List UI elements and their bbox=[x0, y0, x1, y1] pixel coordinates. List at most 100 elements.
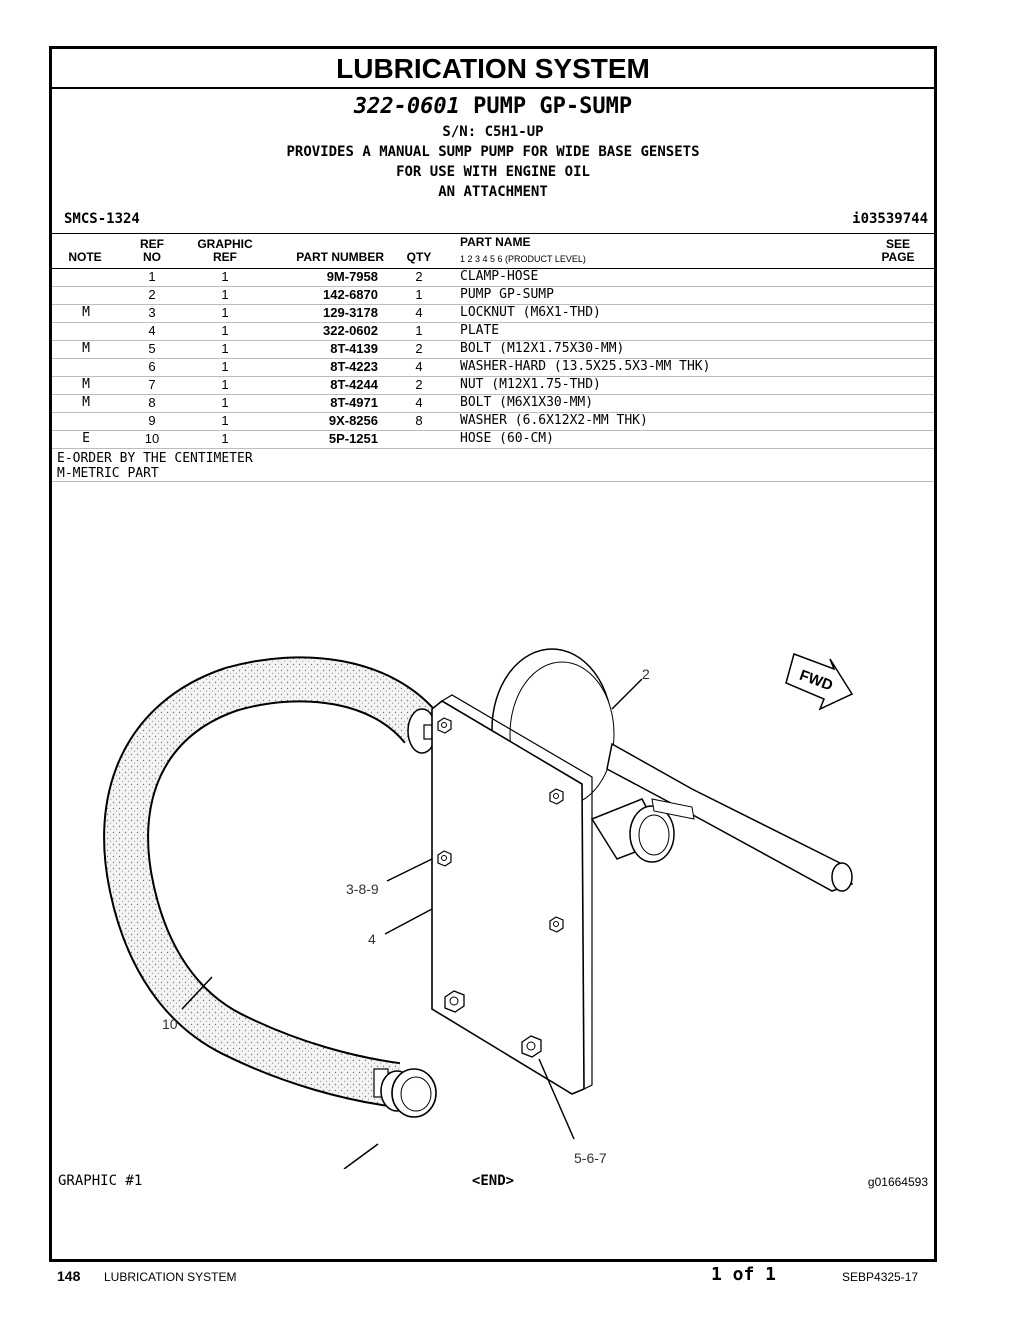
header-part-number: PART NUMBER bbox=[296, 250, 384, 264]
document-id: SEBP4325-17 bbox=[842, 1270, 919, 1284]
row-ref: 5 bbox=[148, 341, 156, 356]
row-graphic-ref: 1 bbox=[221, 395, 229, 410]
row-ref: 8 bbox=[148, 395, 156, 410]
row-graphic-ref: 1 bbox=[221, 413, 229, 428]
row-part-name: CLAMP-HOSE bbox=[460, 269, 539, 284]
row-qty: 4 bbox=[415, 395, 423, 410]
page-frame: LUBRICATION SYSTEM 322-0601 PUMP GP-SUMP… bbox=[49, 46, 937, 1262]
table-row: E 10 1 5P-1251 HOSE (60-CM) bbox=[52, 430, 934, 449]
graphic-label: GRAPHIC #1 bbox=[58, 1173, 143, 1189]
row-part-name: NUT (M12X1.75-THD) bbox=[460, 377, 601, 392]
smcs-code: SMCS-1324 bbox=[64, 211, 140, 227]
pump-body bbox=[491, 648, 675, 863]
row-part-name: LOCKNUT (M6X1-THD) bbox=[460, 305, 601, 320]
row-ref: 3 bbox=[148, 305, 156, 320]
header-ref-bottom: NO bbox=[143, 250, 161, 264]
row-part-name: HOSE (60-CM) bbox=[460, 431, 554, 446]
row-part-number: 322-0602 bbox=[323, 323, 378, 338]
callout-5-6-7: 5-6-7 bbox=[574, 1150, 607, 1166]
callout-1: 1 bbox=[328, 1168, 336, 1169]
row-note: M bbox=[82, 395, 90, 410]
bolt-hex bbox=[437, 850, 452, 867]
table-row: M 7 1 8T-4244 2 NUT (M12X1.75-THD) bbox=[52, 376, 934, 395]
callout-3-8-9: 3-8-9 bbox=[346, 881, 379, 897]
notes-section: E-ORDER BY THE CENTIMETER M-METRIC PART bbox=[52, 451, 934, 482]
row-qty: 4 bbox=[415, 359, 423, 374]
header-qty: QTY bbox=[406, 250, 432, 264]
description-line: AN ATTACHMENT bbox=[438, 184, 548, 200]
pump-handle bbox=[606, 742, 854, 892]
row-graphic-ref: 1 bbox=[221, 287, 229, 302]
table-row: 6 1 8T-4223 4 WASHER-HARD (13.5X25.5X3-M… bbox=[52, 358, 934, 377]
hose-clamp-lower bbox=[373, 1068, 437, 1118]
row-part-number: 129-3178 bbox=[323, 305, 378, 320]
leader-1 bbox=[343, 1143, 379, 1169]
footer-section-title: LUBRICATION SYSTEM bbox=[104, 1270, 237, 1284]
group-heading: 322-0601 PUMP GP-SUMP bbox=[52, 94, 934, 119]
row-qty: 1 bbox=[415, 287, 423, 302]
row-part-number: 8T-4971 bbox=[330, 395, 378, 410]
row-ref: 7 bbox=[148, 377, 156, 392]
row-graphic-ref: 1 bbox=[221, 323, 229, 338]
row-graphic-ref: 1 bbox=[221, 269, 229, 284]
description-line: PROVIDES A MANUAL SUMP PUMP FOR WIDE BAS… bbox=[286, 144, 700, 160]
row-graphic-ref: 1 bbox=[221, 377, 229, 392]
leader-2 bbox=[611, 678, 643, 710]
row-note: M bbox=[82, 305, 90, 320]
forward-arrow-icon: FWD bbox=[785, 653, 854, 711]
row-part-name: WASHER-HARD (13.5X25.5X3-MM THK) bbox=[460, 359, 711, 374]
bolt-hex bbox=[549, 916, 564, 933]
header-product-levels: 1 2 3 4 5 6 (PRODUCT LEVEL) bbox=[460, 254, 586, 264]
header-gref-bottom: REF bbox=[213, 250, 237, 264]
header-gref-top: GRAPHIC bbox=[197, 237, 253, 251]
row-part-number: 8T-4223 bbox=[330, 359, 378, 374]
row-qty: 8 bbox=[415, 413, 423, 428]
row-ref: 1 bbox=[148, 269, 156, 284]
row-qty: 4 bbox=[415, 305, 423, 320]
row-part-name: BOLT (M6X1X30-MM) bbox=[460, 395, 594, 410]
row-part-name: WASHER (6.6X12X2-MM THK) bbox=[460, 413, 648, 428]
header-ref-top: REF bbox=[140, 237, 164, 251]
row-qty: 2 bbox=[415, 269, 423, 284]
callout-10: 10 bbox=[162, 1016, 178, 1032]
leader-5-6-7 bbox=[538, 1058, 575, 1140]
table-row: M 8 1 8T-4971 4 BOLT (M6X1X30-MM) bbox=[52, 394, 934, 413]
row-note: M bbox=[82, 341, 90, 356]
description-line: FOR USE WITH ENGINE OIL bbox=[396, 164, 590, 180]
mounting-plate bbox=[431, 694, 593, 1095]
plate-bolts bbox=[437, 717, 564, 1058]
row-ref: 2 bbox=[148, 287, 156, 302]
page-of-count: 1 of 1 bbox=[711, 1264, 777, 1285]
bolt-large bbox=[444, 990, 465, 1013]
row-ref: 6 bbox=[148, 359, 156, 374]
row-part-name: BOLT (M12X1.75X30-MM) bbox=[460, 341, 625, 356]
row-graphic-ref: 1 bbox=[221, 341, 229, 356]
hose-clamp-upper bbox=[407, 708, 439, 754]
leader-lines bbox=[181, 678, 643, 1169]
row-note: E bbox=[82, 431, 90, 446]
row-ref: 4 bbox=[148, 323, 156, 338]
illustration-id: i03539744 bbox=[852, 211, 928, 227]
row-part-number: 8T-4244 bbox=[330, 377, 378, 392]
header-note: NOTE bbox=[68, 250, 102, 264]
table-row: 2 1 142-6870 1 PUMP GP-SUMP bbox=[52, 286, 934, 305]
graphic-id: g01664593 bbox=[867, 1175, 928, 1189]
bolt-large bbox=[521, 1035, 542, 1058]
row-part-number: 9X-8256 bbox=[328, 413, 378, 428]
section-title: LUBRICATION SYSTEM bbox=[52, 49, 934, 89]
leader-10 bbox=[181, 976, 213, 1010]
exploded-parts-drawing: FWD 2 3-8-9 4 10 1 5-6-7 bbox=[103, 648, 854, 1169]
hose-drawing bbox=[103, 656, 440, 1108]
table-row: 9 1 9X-8256 8 WASHER (6.6X12X2-MM THK) bbox=[52, 412, 934, 431]
note-line: M-METRIC PART bbox=[57, 466, 159, 481]
leader-3-8-9 bbox=[386, 858, 433, 882]
callout-2: 2 bbox=[642, 666, 650, 682]
note-line: E-ORDER BY THE CENTIMETER bbox=[57, 451, 253, 466]
row-part-number: 8T-4139 bbox=[330, 341, 378, 356]
table-row: M 3 1 129-3178 4 LOCKNUT (M6X1-THD) bbox=[52, 304, 934, 323]
row-part-number: 5P-1251 bbox=[328, 431, 378, 446]
table-row: M 5 1 8T-4139 2 BOLT (M12X1.75X30-MM) bbox=[52, 340, 934, 359]
group-number: 322-0601 bbox=[353, 94, 460, 119]
bolt-hex bbox=[549, 788, 564, 805]
row-part-number: 9M-7958 bbox=[326, 269, 378, 284]
